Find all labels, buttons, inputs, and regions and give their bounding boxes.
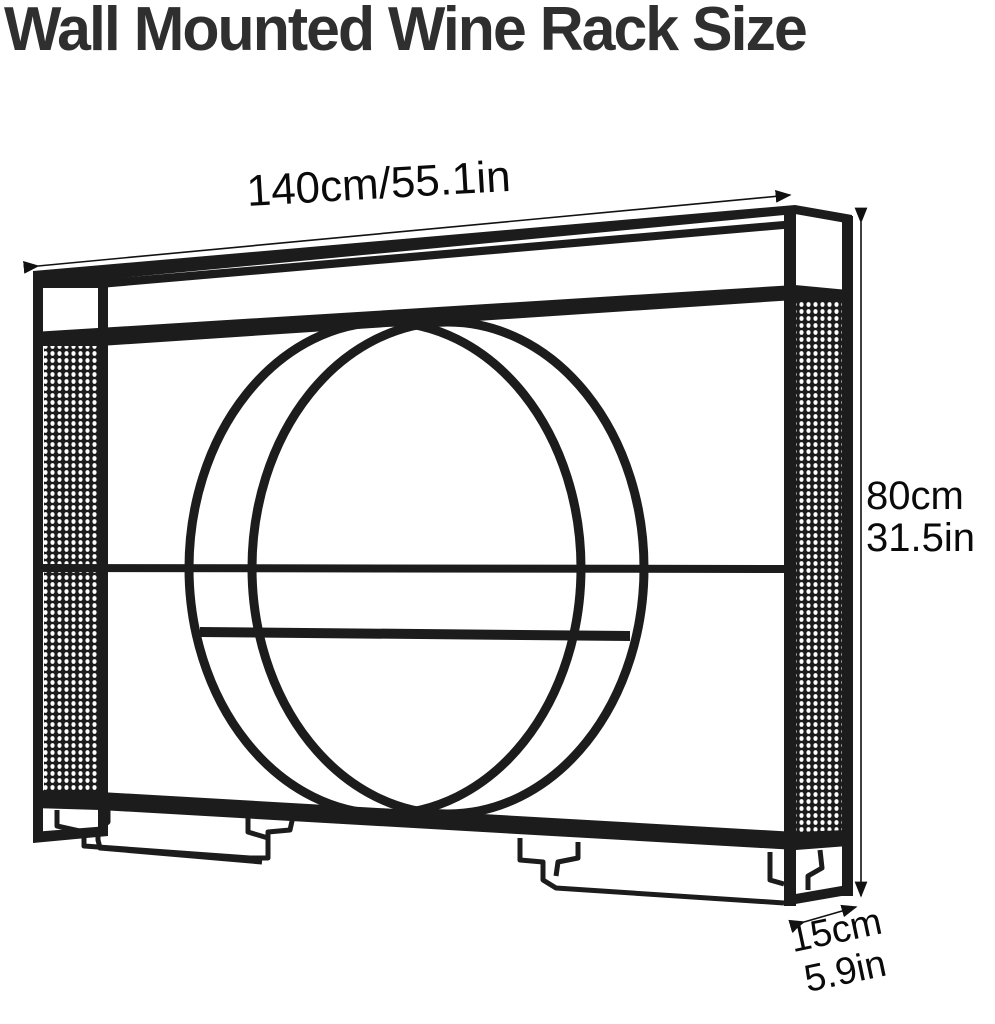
glass-hanger-right <box>517 838 825 906</box>
right-ring <box>247 317 649 819</box>
width-arrow-icon <box>23 189 792 274</box>
height-dimension-label: 80cm 31.5in <box>866 475 975 559</box>
right-mesh-panel <box>796 296 842 840</box>
height-cm-label: 80cm <box>866 474 964 518</box>
ring-frame <box>184 317 649 819</box>
depth-arrow-icon <box>788 904 858 933</box>
page-title: Wall Mounted Wine Rack Size <box>4 0 808 64</box>
height-in-label: 31.5in <box>866 516 975 560</box>
left-ring <box>184 317 586 819</box>
glass-hanger-left <box>54 810 297 865</box>
rack-frame <box>33 205 853 906</box>
ring-shelf <box>200 627 630 641</box>
